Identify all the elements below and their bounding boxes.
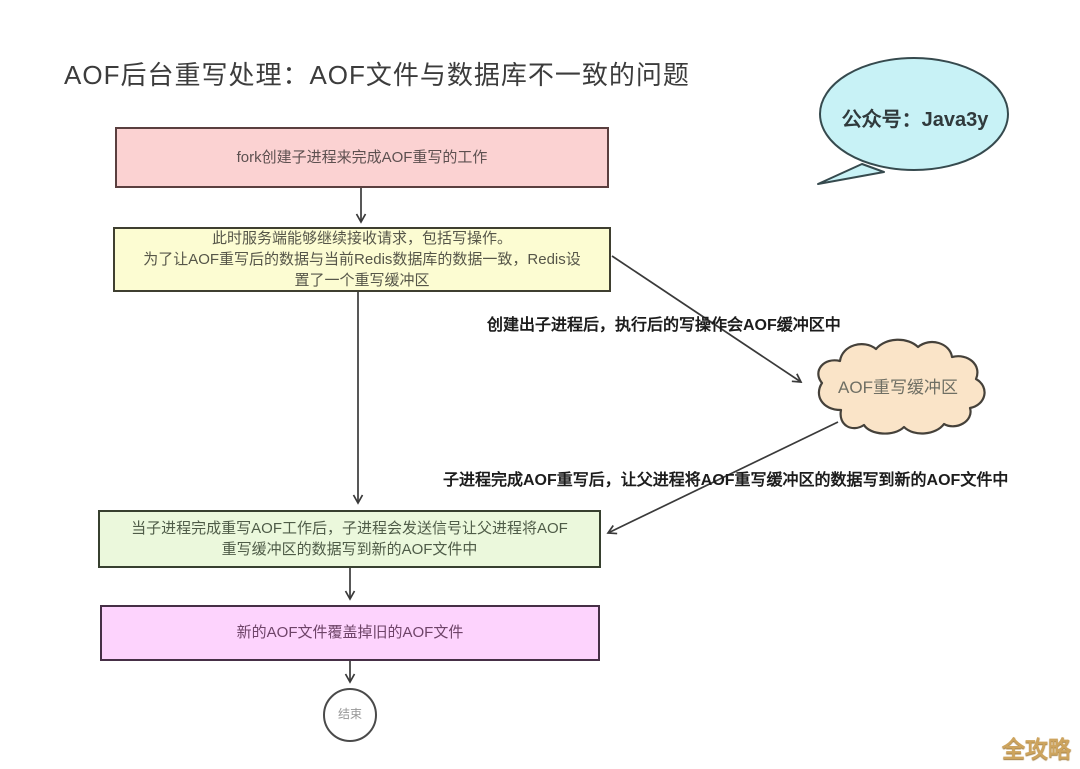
node-signal-parent-line2: 重写缓冲区的数据写到新的AOF文件中 [221, 541, 478, 558]
node-signal-parent-process: 当子进程完成重写AOF工作后，子进程会发送信号让父进程将AOF 重写缓冲区的数据… [98, 510, 601, 568]
node-rewrite-buffer-setup-line2: 为了让AOF重写后的数据与当前Redis数据库的数据一致，Redis设 [143, 251, 581, 268]
annotation-write-ops-to-buffer: 创建出子进程后，执行后的写操作会AOF缓冲区中 [487, 317, 841, 334]
page-title: AOF后台重写处理：AOF文件与数据库不一致的问题 [64, 60, 690, 90]
node-rewrite-buffer-setup-line3: 置了一个重写缓冲区 [294, 272, 430, 289]
node-rewrite-buffer-setup: 此时服务端能够继续接收请求，包括写操作。 为了让AOF重写后的数据与当前Redi… [113, 227, 611, 292]
watermark-text: 全攻略 [1002, 736, 1071, 762]
node-fork-subprocess: fork创建子进程来完成AOF重写的工作 [115, 127, 609, 188]
cloud-aof-rewrite-buffer-label: AOF重写缓冲区 [838, 377, 958, 397]
node-end-circle: 结束 [323, 688, 377, 742]
node-signal-parent-line1: 当子进程完成重写AOF工作后，子进程会发送信号让父进程将AOF [131, 520, 568, 537]
annotation-flush-buffer-to-new-file: 子进程完成AOF重写后，让父进程将AOF重写缓冲区的数据写到新的AOF文件中 [443, 472, 1009, 489]
node-replace-old-aof-file: 新的AOF文件覆盖掉旧的AOF文件 [100, 605, 600, 661]
node-rewrite-buffer-setup-line1: 此时服务端能够继续接收请求，包括写操作。 [211, 230, 512, 247]
wechat-account-bubble-label: 公众号：Java3y [841, 108, 989, 131]
